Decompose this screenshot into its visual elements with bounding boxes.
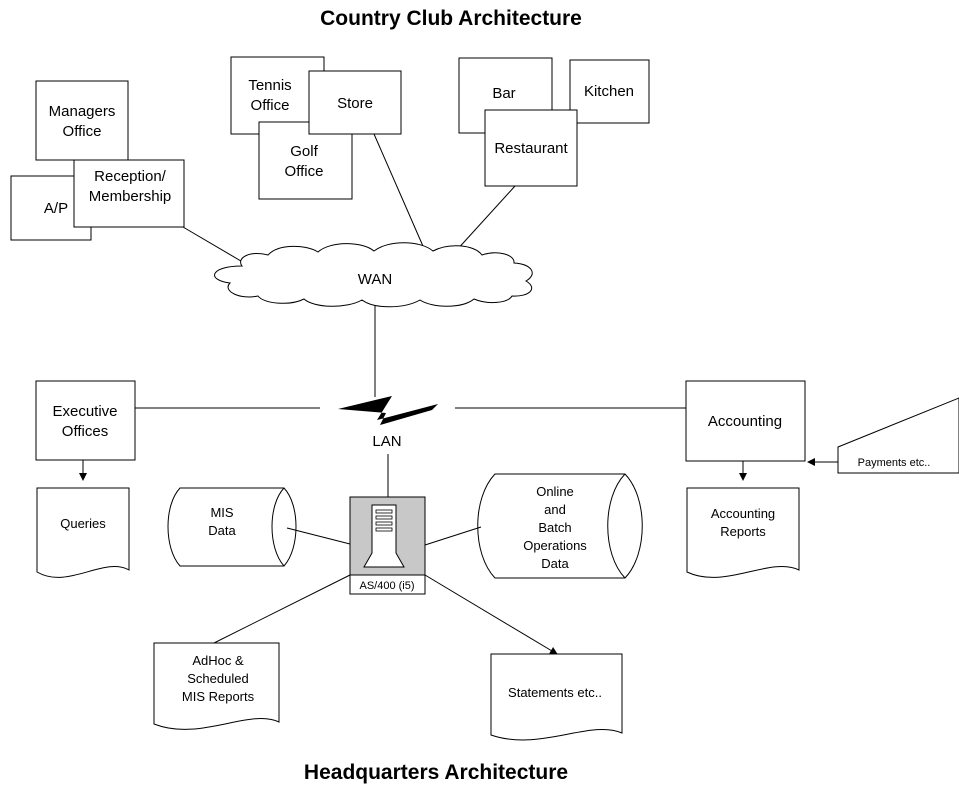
as400-server-node: AS/400 (i5) [349,496,426,595]
server-label: AS/400 (i5) [359,580,414,592]
wan-cloud-icon: WAN [214,242,533,308]
golf-office-label-1: Golf [290,143,318,160]
accounting-node: Accounting [685,380,806,462]
title-headquarters: Headquarters Architecture [304,761,568,784]
link-mis-server [286,527,351,545]
tennis-office-label-2: Office [251,97,290,114]
ap-label: A/P [44,200,68,217]
restaurant-node: Restaurant [484,109,578,187]
lan-label: LAN [372,433,401,450]
link-store-wan [373,133,427,254]
reception-label-2: Membership [89,188,172,205]
mis-data-storage: MIS Data [167,487,297,567]
ops-data-label-4: Operations [523,538,587,553]
adhoc-reports-document: AdHoc & Scheduled MIS Reports [153,642,280,730]
reception-label-1: Reception/ [94,168,167,185]
link-reception-wan [182,226,247,265]
bar-label: Bar [492,85,515,102]
golf-office-node: Golf Office [258,121,353,200]
arrow-server-statements [424,574,558,655]
mis-data-label-1: MIS [210,505,233,520]
link-server-adhoc [213,574,351,644]
tennis-office-label-1: Tennis [248,77,291,94]
executive-label-2: Offices [62,423,108,440]
accounting-label: Accounting [708,413,782,430]
managers-office-label-1: Managers [49,103,116,120]
accounting-reports-label-1: Accounting [711,506,775,521]
mis-data-label-2: Data [208,523,236,538]
link-restaurant-wan [454,185,516,253]
accounting-reports-label-2: Reports [720,524,766,539]
adhoc-label-2: Scheduled [187,671,248,686]
kitchen-node: Kitchen [569,59,650,124]
accounting-reports-document: Accounting Reports [686,487,800,578]
ops-data-label-5: Data [541,556,569,571]
restaurant-label: Restaurant [494,140,568,157]
title-country-club: Country Club Architecture [320,7,582,30]
lan-lightning-icon: LAN [338,396,438,450]
reception-membership-node: Reception/ Membership [73,159,185,228]
statements-document: Statements etc.. [490,653,623,741]
server-tower-icon [363,504,405,568]
kitchen-label: Kitchen [584,83,634,100]
store-label: Store [337,95,373,112]
executive-label-1: Executive [52,403,117,420]
adhoc-label-3: MIS Reports [182,689,255,704]
link-server-ops [424,526,482,546]
adhoc-label-1: AdHoc & [192,653,244,668]
executive-offices-node: Executive Offices [35,380,136,461]
managers-office-label-2: Office [63,123,102,140]
ops-data-label-1: Online [536,484,574,499]
ops-data-label-3: Batch [538,520,571,535]
queries-document: Queries [36,487,130,578]
golf-office-label-2: Office [285,163,324,180]
wan-label: WAN [358,271,392,288]
ops-data-label-2: and [544,502,566,517]
queries-label: Queries [60,516,106,531]
payments-input-node: Payments etc.. [837,397,959,474]
statements-label: Statements etc.. [508,685,602,700]
store-node: Store [308,70,402,135]
payments-label: Payments etc.. [858,457,931,469]
managers-office-node: Managers Office [35,80,129,161]
operations-data-storage: Online and Batch Operations Data [477,473,643,579]
